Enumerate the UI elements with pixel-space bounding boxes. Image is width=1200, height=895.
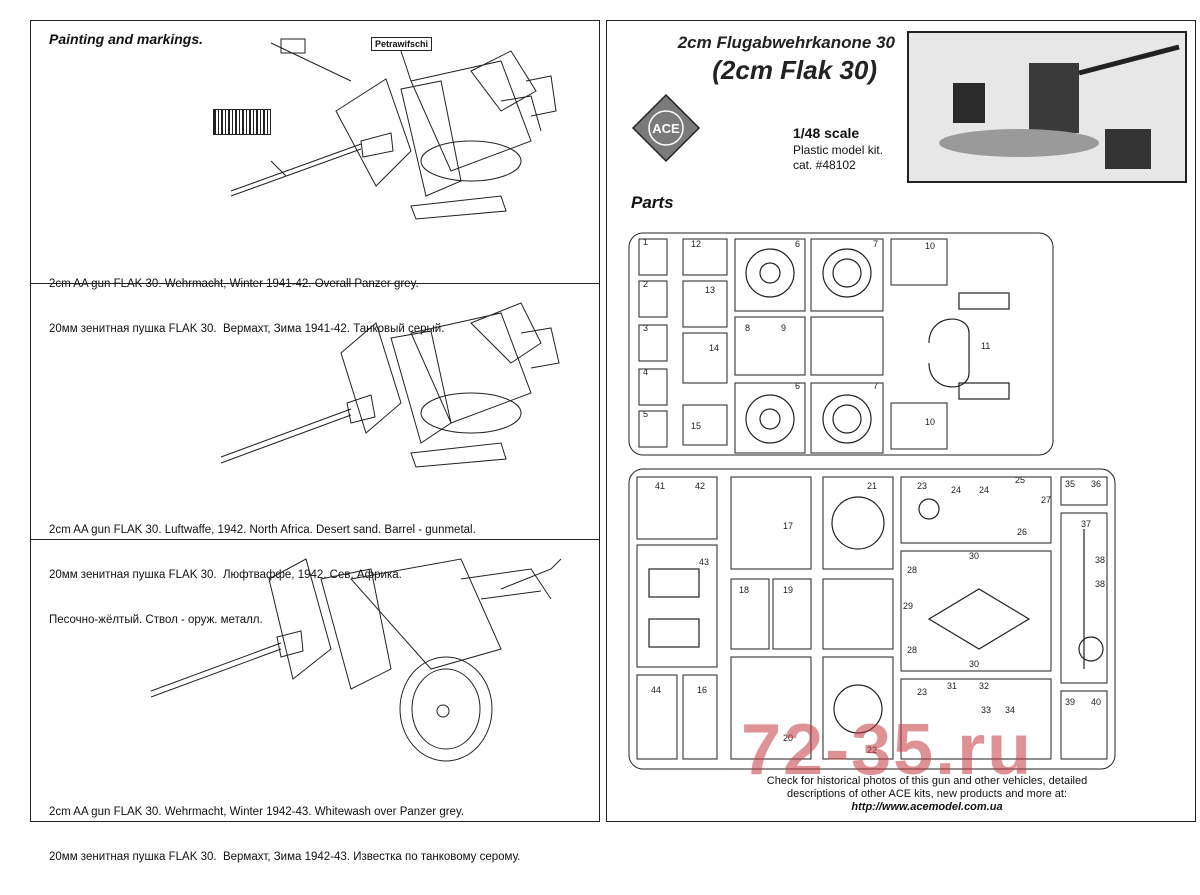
- barcode-decal: [213, 109, 271, 135]
- gun-drawing-1: [230, 38, 557, 220]
- ace-logo: ACE: [631, 93, 701, 163]
- svg-text:35: 35: [1065, 479, 1075, 489]
- scheme-3-caption: 2cm AA gun FLAK 30. Wehrmacht, Winter 19…: [49, 775, 520, 895]
- scheme-2-line-ru-2: Песочно-жёлтый. Ствол - оруж. металл.: [49, 614, 263, 626]
- box-art-photo: [907, 31, 1187, 183]
- svg-text:21: 21: [867, 481, 877, 491]
- svg-text:26: 26: [1017, 527, 1027, 537]
- svg-text:18: 18: [739, 585, 749, 595]
- svg-text:32: 32: [979, 681, 989, 691]
- svg-text:23: 23: [917, 687, 927, 697]
- footer-line-2: descriptions of other ACE kits, new prod…: [786, 788, 1068, 800]
- gun-drawing-3: [150, 558, 562, 762]
- title-short: (2cm Flak 30): [712, 55, 877, 85]
- svg-text:7: 7: [873, 381, 878, 391]
- svg-text:37: 37: [1081, 519, 1091, 529]
- scheme-3-line-ru: 20мм зенитная пушка FLAK 30. Вермахт, Зи…: [49, 851, 521, 863]
- scheme-2-caption: 2cm AA gun FLAK 30. Luftwaffe, 1942. Nor…: [49, 493, 476, 658]
- website-link[interactable]: http://www.acemodel.com.ua: [851, 801, 1003, 813]
- painting-panel: Painting and markings. Petrawifschi 2cm …: [30, 20, 600, 863]
- svg-text:8: 8: [745, 323, 750, 333]
- divider: [31, 283, 599, 284]
- svg-text:6: 6: [795, 381, 800, 391]
- svg-text:15: 15: [691, 421, 701, 431]
- kit-info: Plastic model kit. cat. #48102: [793, 143, 883, 173]
- svg-text:39: 39: [1065, 697, 1075, 707]
- svg-text:38: 38: [1095, 555, 1105, 565]
- ace-logo-text: ACE: [652, 121, 680, 136]
- svg-text:5: 5: [643, 409, 648, 419]
- svg-text:28: 28: [907, 565, 917, 575]
- svg-text:33: 33: [981, 705, 991, 715]
- watermark: 72-35.ru: [741, 710, 1034, 790]
- svg-text:2: 2: [643, 279, 648, 289]
- svg-text:20: 20: [783, 733, 793, 743]
- svg-text:44: 44: [651, 685, 661, 695]
- gun-drawing-2: [220, 302, 560, 468]
- svg-text:12: 12: [691, 239, 701, 249]
- svg-text:29: 29: [903, 601, 913, 611]
- svg-text:13: 13: [705, 285, 715, 295]
- svg-text:24: 24: [951, 485, 961, 495]
- svg-text:22: 22: [867, 745, 877, 755]
- svg-text:7: 7: [873, 239, 878, 249]
- svg-text:6: 6: [795, 239, 800, 249]
- svg-text:38: 38: [1095, 579, 1105, 589]
- painting-heading: Painting and markings.: [49, 31, 204, 47]
- title-german: 2cm Flugabwehrkanone 30: [677, 33, 895, 52]
- svg-text:3: 3: [643, 323, 648, 333]
- svg-text:43: 43: [699, 557, 709, 567]
- svg-text:41: 41: [655, 481, 665, 491]
- scheme-2-line-ru: 20мм зенитная пушка FLAK 30. Люфтваффе, …: [49, 569, 402, 581]
- svg-text:10: 10: [925, 241, 935, 251]
- svg-text:19: 19: [783, 585, 793, 595]
- parts-panel: 2cm Flugabwehrkanone 30 (2cm Flak 30) AC…: [606, 20, 1196, 822]
- scheme-1-caption: 2cm AA gun FLAK 30. Wehrmacht, Winter 19…: [49, 247, 444, 367]
- svg-text:23: 23: [917, 481, 927, 491]
- parts-heading: Parts: [631, 193, 674, 212]
- svg-text:9: 9: [781, 323, 786, 333]
- scheme-3-line-en: 2cm AA gun FLAK 30. Wehrmacht, Winter 19…: [49, 806, 465, 818]
- svg-text:17: 17: [783, 521, 793, 531]
- scheme-1-line-ru: 20мм зенитная пушка FLAK 30. Вермахт, Зи…: [49, 323, 445, 335]
- svg-text:40: 40: [1091, 697, 1101, 707]
- svg-text:10: 10: [925, 417, 935, 427]
- svg-text:30: 30: [969, 659, 979, 669]
- svg-text:31: 31: [947, 681, 957, 691]
- svg-text:1: 1: [643, 237, 648, 247]
- svg-text:25: 25: [1015, 475, 1025, 485]
- svg-text:36: 36: [1091, 479, 1101, 489]
- scale-label: 1/48 scale: [793, 125, 860, 141]
- svg-text:14: 14: [709, 343, 719, 353]
- svg-text:28: 28: [907, 645, 917, 655]
- svg-text:4: 4: [643, 367, 648, 377]
- footer-note: Check for historical photos of this gun …: [687, 775, 1167, 814]
- svg-text:27: 27: [1041, 495, 1051, 505]
- scheme-1-line-en: 2cm AA gun FLAK 30. Wehrmacht, Winter 19…: [49, 278, 419, 290]
- svg-text:30: 30: [969, 551, 979, 561]
- scheme-2-line-en: 2cm AA gun FLAK 30. Luftwaffe, 1942. Nor…: [49, 524, 476, 536]
- svg-text:11: 11: [981, 341, 990, 351]
- svg-text:34: 34: [1005, 705, 1015, 715]
- svg-text:16: 16: [697, 685, 707, 695]
- footer-line-1: Check for historical photos of this gun …: [766, 775, 1088, 787]
- decal-label: Petrawifschi: [371, 37, 433, 51]
- svg-text:24: 24: [979, 485, 989, 495]
- svg-text:42: 42: [695, 481, 705, 491]
- catalog-number: cat. #48102: [793, 158, 856, 172]
- kit-type: Plastic model kit.: [793, 143, 884, 157]
- divider: [31, 539, 599, 540]
